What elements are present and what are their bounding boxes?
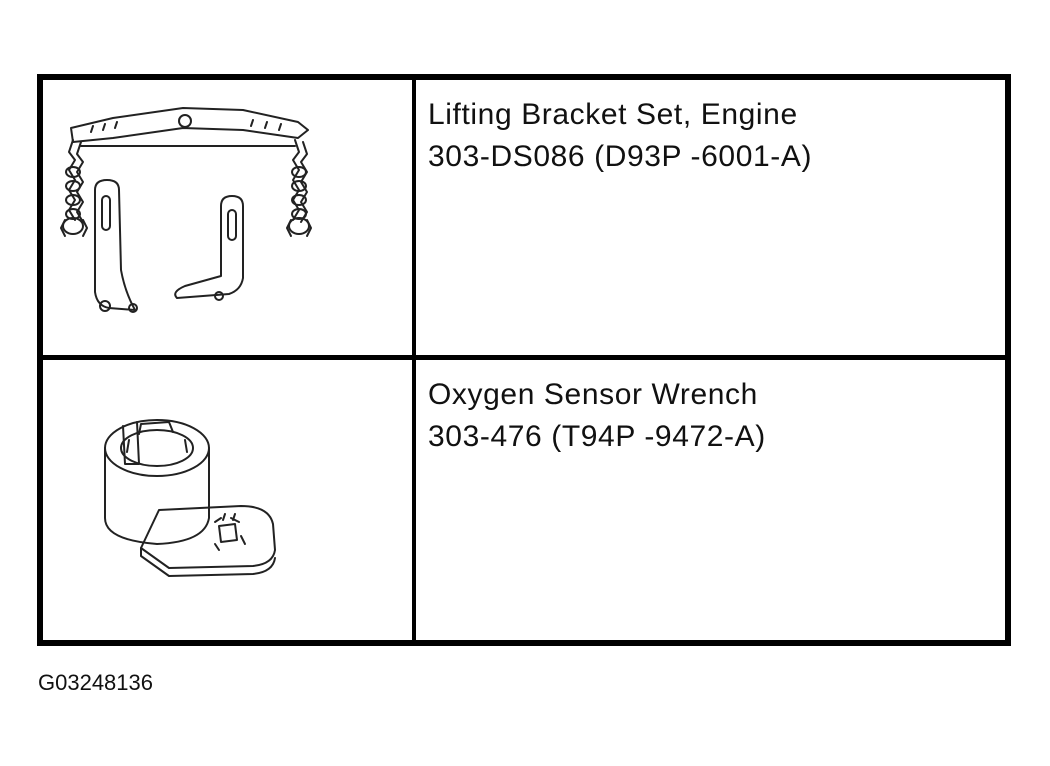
tool-number: 303-476 (T94P -9472-A)	[428, 420, 766, 453]
tool-name: Oxygen Sensor Wrench	[428, 378, 758, 411]
lifting-bracket-set-icon	[60, 107, 312, 313]
tool-illustration-cell	[43, 80, 416, 360]
figure-code: G03248136	[38, 670, 153, 695]
tool-number: 303-DS086 (D93P -6001-A)	[428, 140, 813, 173]
special-tools-table: Lifting Bracket Set, Engine 303-DS086 (D…	[37, 74, 1011, 646]
tool-name: Lifting Bracket Set, Engine	[428, 98, 798, 131]
tool-illustration-cell	[43, 360, 416, 640]
tool-info-cell: Lifting Bracket Set, Engine 303-DS086 (D…	[416, 80, 1005, 360]
tool-info-cell: Oxygen Sensor Wrench 303-476 (T94P -9472…	[416, 360, 1005, 640]
oxygen-sensor-wrench-icon	[104, 419, 276, 577]
